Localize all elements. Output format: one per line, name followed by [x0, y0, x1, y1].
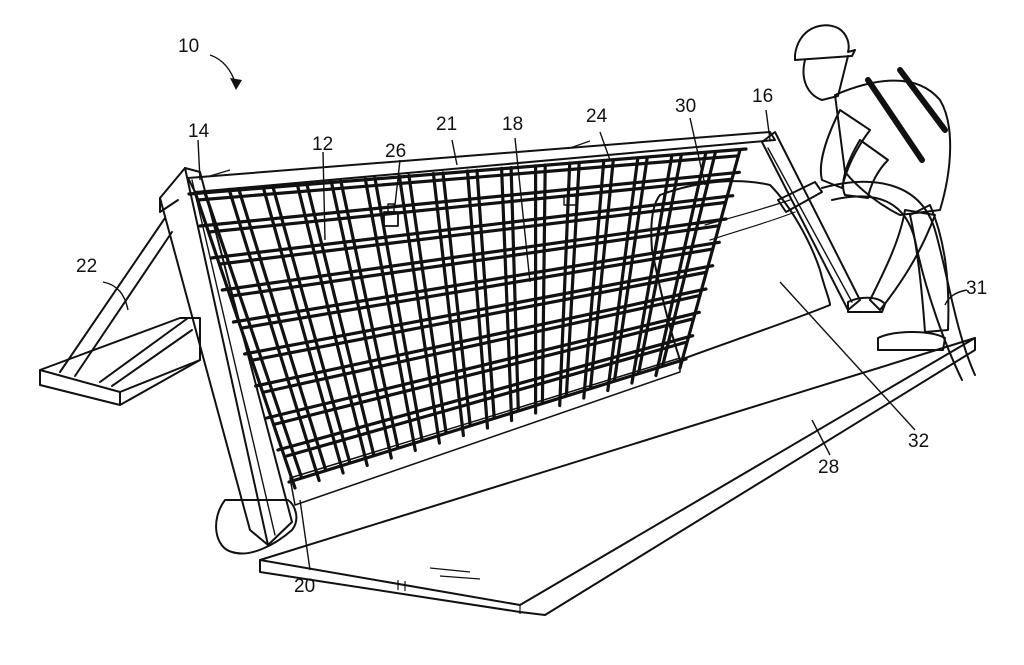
- rebar: [237, 187, 328, 472]
- rebar: [251, 270, 707, 362]
- rebar: [407, 173, 448, 435]
- rebar: [271, 184, 352, 465]
- rebar: [363, 177, 417, 453]
- rebar: [240, 247, 714, 330]
- label-20: 20: [294, 576, 315, 597]
- label-14: 14: [188, 121, 210, 142]
- label-21: 21: [436, 114, 457, 135]
- rebar: [500, 166, 514, 423]
- label-26: 26: [385, 141, 406, 162]
- label-24: 24: [586, 106, 608, 127]
- rebar: [187, 147, 748, 196]
- rebar-grid: [187, 147, 748, 490]
- right-post: [761, 131, 861, 311]
- label-31: 31: [966, 278, 987, 299]
- rebar: [193, 190, 297, 490]
- label-12: 12: [312, 134, 333, 155]
- reference-labels: 10 14 12 26 21 18 24 30 16 22 31 32 28 2…: [76, 36, 987, 597]
- rebar: [339, 179, 400, 450]
- rebar: [465, 169, 490, 430]
- rebar: [261, 185, 345, 475]
- top-rail: [187, 131, 776, 193]
- label-10: 10: [178, 36, 199, 57]
- base-plate: [289, 357, 681, 506]
- rebar: [220, 217, 728, 292]
- rebar: [509, 166, 520, 412]
- rebar: [475, 168, 496, 420]
- rebar: [558, 161, 572, 408]
- slab: [259, 337, 976, 616]
- tie-clip: [383, 195, 577, 227]
- rebar: [243, 264, 715, 356]
- rebar: [274, 317, 694, 426]
- label-32: 32: [908, 431, 929, 452]
- rebar: [287, 357, 688, 484]
- rebar: [612, 155, 649, 382]
- rebar: [582, 158, 606, 400]
- rebar: [196, 154, 740, 202]
- rebar: [265, 310, 701, 420]
- rebar: [229, 224, 720, 298]
- rebar: [198, 170, 741, 228]
- rebar: [202, 189, 304, 480]
- rebar: [262, 294, 700, 394]
- rebar: [431, 172, 465, 438]
- left-post: [159, 167, 298, 555]
- rebar: [678, 148, 742, 370]
- label-30: 30: [675, 96, 696, 117]
- rebar: [373, 176, 424, 442]
- rebar: [654, 151, 708, 378]
- label-22: 22: [76, 256, 97, 277]
- rebar: [207, 177, 734, 234]
- rebar: [305, 181, 376, 457]
- rebar: [227, 187, 321, 483]
- rebar: [588, 158, 615, 390]
- rebar: [218, 200, 727, 266]
- label-28: 28: [818, 457, 839, 478]
- rebar: [295, 182, 369, 468]
- label-18: 18: [502, 114, 523, 135]
- rebar: [329, 179, 393, 460]
- rebar: [606, 156, 640, 393]
- rebar: [540, 163, 547, 405]
- rebar: [231, 240, 721, 324]
- rebar: [254, 287, 708, 388]
- rebar: [209, 194, 735, 260]
- worker: [777, 24, 976, 381]
- rebar: [564, 160, 581, 397]
- leader-lines: [102, 54, 968, 571]
- rebar: [397, 174, 441, 445]
- brace: [39, 217, 201, 406]
- rebar: [276, 334, 695, 452]
- rebar: [285, 340, 687, 458]
- label-16: 16: [752, 86, 773, 107]
- rebar: [441, 171, 472, 427]
